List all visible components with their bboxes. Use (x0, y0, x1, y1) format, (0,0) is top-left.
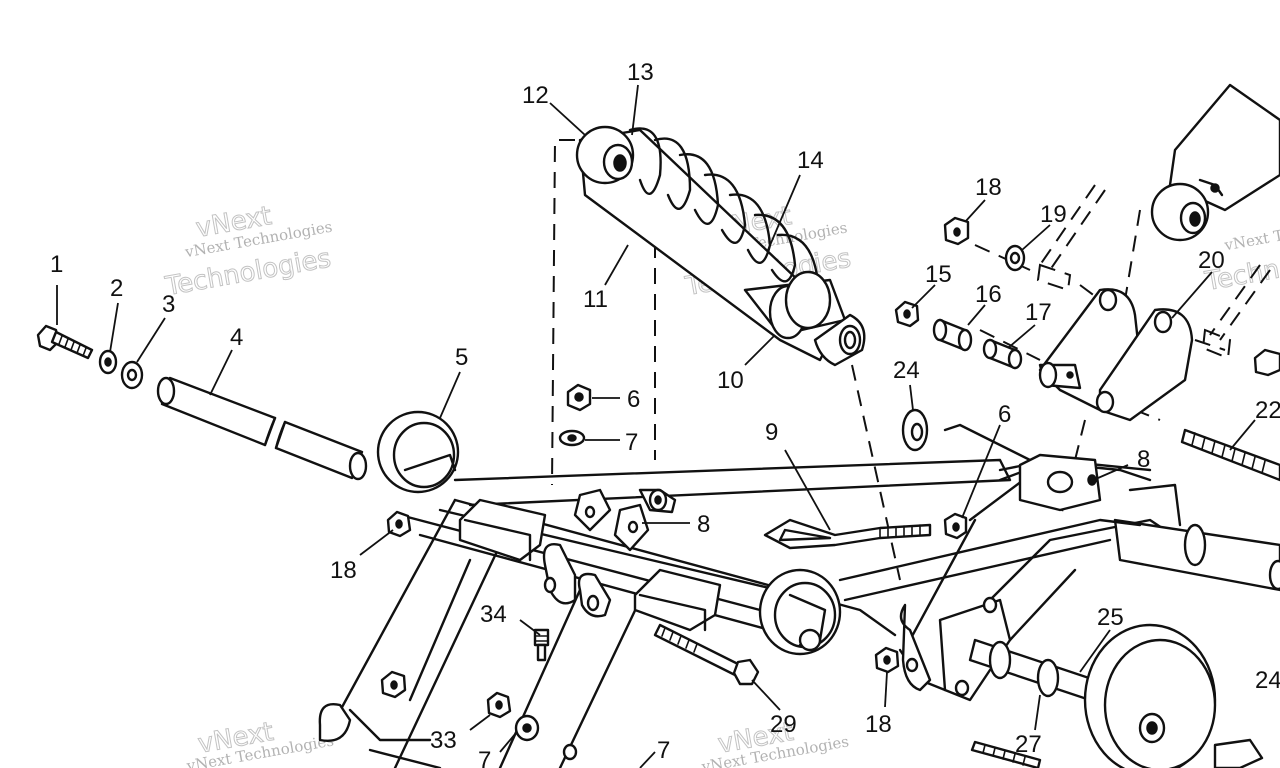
bolt-29 (653, 623, 760, 686)
callout-17: 17 (1025, 299, 1052, 326)
callout-15: 15 (925, 261, 952, 288)
cross-tube-5 (376, 410, 460, 494)
watermark-company: vNext Te (1222, 225, 1280, 255)
callout-11: 11 (583, 286, 608, 313)
callout-13: 13 (627, 59, 654, 86)
callout-8-center: 8 (697, 511, 710, 538)
washer-7-center (558, 429, 586, 447)
callout-8-right: 8 (1137, 446, 1150, 473)
nut-6-right (943, 512, 968, 540)
small-pin (562, 743, 578, 761)
shock-absorber (575, 125, 866, 367)
callout-7-right: 7 (657, 737, 670, 764)
nut-right-edge (1253, 348, 1280, 377)
screw-34 (533, 628, 550, 662)
callout-33: 33 (430, 727, 457, 754)
nut-18-bottom (874, 646, 900, 674)
callout-20: 20 (1198, 247, 1225, 274)
callout-29: 29 (770, 711, 797, 738)
cross-shaft-4 (156, 376, 368, 481)
lower-left-nut (380, 670, 407, 699)
rod-22 (1180, 428, 1280, 482)
callout-18-top: 18 (975, 174, 1002, 201)
nut-33 (486, 691, 512, 719)
watermark-left-bottom: vNext vNext Technologies (184, 716, 335, 768)
washer-24 (901, 408, 929, 452)
nut-6-center (566, 383, 592, 412)
callout-34: 34 (480, 601, 507, 628)
idler-wheel-25 (1083, 623, 1264, 768)
rear-shock-partial (1150, 83, 1280, 242)
callout-4: 4 (230, 324, 243, 351)
adjuster-9 (763, 518, 932, 550)
pivot-arm-20 (1038, 288, 1194, 422)
washer-19 (1004, 244, 1026, 272)
callout-14: 14 (797, 147, 824, 174)
callout-19: 19 (1040, 201, 1067, 228)
fitting-8-right (1087, 474, 1097, 486)
spacer-hidden (1036, 263, 1232, 360)
watermark-left-top: vNext vNext Technologies Technologies (162, 201, 334, 303)
callout-2: 2 (110, 275, 123, 302)
callout-24-right: 24 (1255, 667, 1280, 694)
nut-18-top (943, 216, 970, 246)
bracket-plates (458, 453, 1102, 702)
callout-12: 12 (522, 82, 549, 109)
callout-16: 16 (975, 281, 1002, 308)
callout-3: 3 (162, 291, 175, 318)
callout-6-center: 6 (627, 386, 640, 413)
washer-2 (98, 349, 118, 375)
callout-1: 1 (50, 251, 63, 278)
spacer-17 (982, 338, 1023, 370)
spacer-16 (932, 318, 973, 352)
suspension-frame (318, 423, 1280, 768)
fitting-8-center (648, 488, 668, 512)
callout-24: 24 (893, 357, 920, 384)
leader-lines (56, 84, 1256, 768)
callout-10: 10 (717, 367, 744, 394)
callout-7-lower: 7 (478, 747, 491, 768)
callout-9: 9 (765, 419, 778, 446)
callout-27: 27 (1015, 731, 1042, 758)
callout-labels: 1 2 3 4 5 6 6 7 7 7 8 8 9 10 11 12 13 14… (50, 59, 1280, 768)
callout-18-left: 18 (330, 557, 357, 584)
callout-7-center: 7 (625, 429, 638, 456)
bolt-1 (36, 324, 94, 360)
axle-27 (968, 638, 1112, 768)
washer-7-lower (514, 714, 540, 742)
callout-5: 5 (455, 344, 468, 371)
callout-22: 22 (1255, 397, 1280, 424)
callout-6-right: 6 (998, 401, 1011, 428)
center-cross-tube (758, 568, 842, 656)
washer-3 (120, 360, 144, 390)
callout-18-bottom: 18 (865, 711, 892, 738)
callout-25: 25 (1097, 604, 1124, 631)
